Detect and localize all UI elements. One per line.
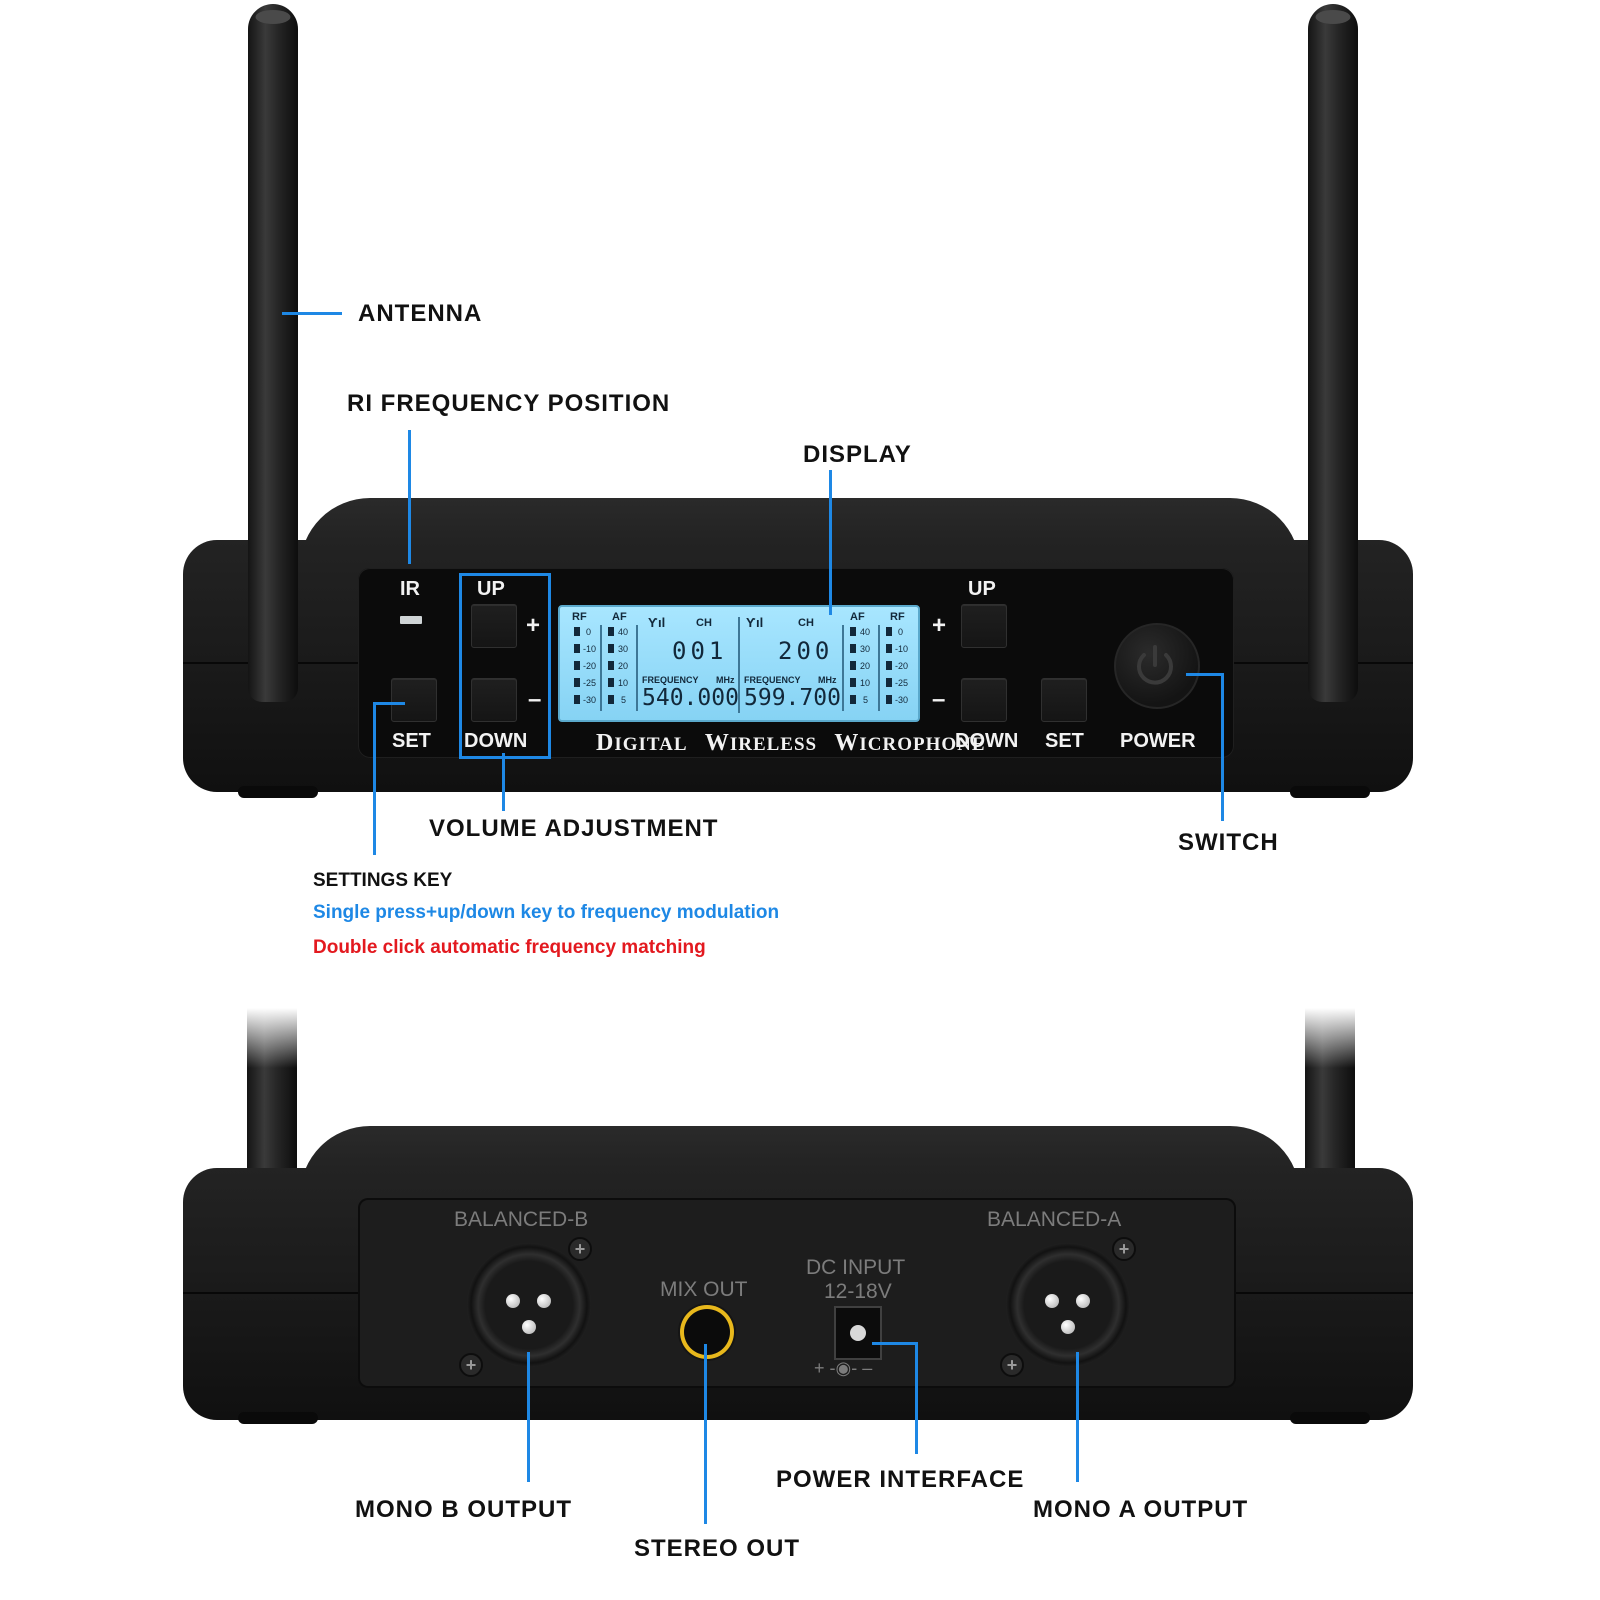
antenna-callout: ANTENNA <box>358 300 483 327</box>
dc-voltage-label: 12-18V <box>824 1280 892 1303</box>
mix-out-label: MIX OUT <box>660 1278 748 1301</box>
screw-icon: + <box>1112 1237 1136 1261</box>
dc-input-label: DC INPUT <box>806 1256 906 1279</box>
power-button[interactable] <box>1114 623 1200 709</box>
balanced-b-label: BALANCED-B <box>454 1208 589 1231</box>
lcd-display: RF AF 0 -10 -20 -25 -30 40 30 20 10 5 Ƴı… <box>558 605 920 722</box>
set-right-label: SET <box>1045 730 1084 752</box>
screw-icon: + <box>568 1237 592 1261</box>
display-callout: DISPLAY <box>803 441 912 468</box>
mono-a-callout: MONO A OUTPUT <box>1033 1496 1249 1523</box>
antenna-signal-icon: Ƴıl <box>648 615 666 630</box>
brand-text: DIGITAL WIRELESS WICROPHONE <box>596 730 986 756</box>
xlr-output-a[interactable] <box>1006 1243 1130 1367</box>
settings-leader-v <box>373 702 376 855</box>
display-leader <box>829 470 832 615</box>
mix-out-jack[interactable] <box>684 1309 730 1355</box>
set-button-right[interactable] <box>1041 678 1087 722</box>
screw-icon: + <box>459 1353 483 1377</box>
switch-callout: SWITCH <box>1178 829 1279 856</box>
left-antenna-base <box>248 540 298 702</box>
polarity-symbol: + -◉- – <box>814 1358 873 1378</box>
up-button-right[interactable] <box>961 604 1007 648</box>
power-interface-leader-v <box>915 1342 918 1454</box>
volume-callout: VOLUME ADJUSTMENT <box>429 815 719 842</box>
mono-b-callout: MONO B OUTPUT <box>355 1496 572 1523</box>
minus-right: – <box>932 686 946 713</box>
up-right-label: UP <box>968 578 996 600</box>
minus-left: – <box>528 686 542 713</box>
left-frequency: 540.000 <box>642 685 739 711</box>
set-button-left[interactable] <box>391 678 437 722</box>
right-frequency: 599.700 <box>744 685 841 711</box>
mono-b-leader <box>527 1352 530 1482</box>
plus-right: + <box>932 612 947 639</box>
mono-a-leader <box>1076 1352 1079 1482</box>
power-interface-leader-h <box>872 1342 918 1345</box>
down-left-label: DOWN <box>464 730 528 752</box>
screw-icon: + <box>1000 1353 1024 1377</box>
volume-leader <box>502 753 505 811</box>
settings-note-modulation: Single press+up/down key to frequency mo… <box>313 902 780 923</box>
settings-key-callout: SETTINGS KEY <box>313 870 453 891</box>
right-antenna-base <box>1308 540 1358 702</box>
down-button-left[interactable] <box>471 678 517 722</box>
power-interface-callout: POWER INTERFACE <box>776 1466 1025 1493</box>
ir-sensor <box>400 616 422 624</box>
set-left-label: SET <box>392 730 431 752</box>
down-right-label: DOWN <box>955 730 1019 752</box>
switch-leader-h <box>1186 673 1224 676</box>
settings-leader-h <box>373 702 405 705</box>
down-button-right[interactable] <box>961 678 1007 722</box>
left-channel: 001 <box>672 637 728 665</box>
power-icon <box>1137 645 1173 685</box>
ir-label: IR <box>400 578 420 600</box>
up-left-label: UP <box>477 578 505 600</box>
stereo-out-callout: STEREO OUT <box>634 1535 801 1562</box>
stereo-out-leader <box>704 1344 707 1524</box>
ri-frequency-callout: RI FREQUENCY POSITION <box>347 390 671 417</box>
plus-left: + <box>526 612 541 639</box>
xlr-output-b[interactable] <box>467 1243 591 1367</box>
right-channel: 200 <box>778 637 834 665</box>
balanced-a-label: BALANCED-A <box>987 1208 1122 1231</box>
dc-input-jack[interactable] <box>834 1306 882 1360</box>
switch-leader-v <box>1221 673 1224 821</box>
antenna-leader <box>282 312 342 315</box>
up-button-left[interactable] <box>471 604 517 648</box>
antenna-signal-icon: Ƴıl <box>746 615 764 630</box>
power-label: POWER <box>1120 730 1196 752</box>
ri-frequency-leader <box>408 430 411 564</box>
volume-highlight-box <box>459 573 551 759</box>
settings-note-matching: Double click automatic frequency matchin… <box>313 937 706 958</box>
